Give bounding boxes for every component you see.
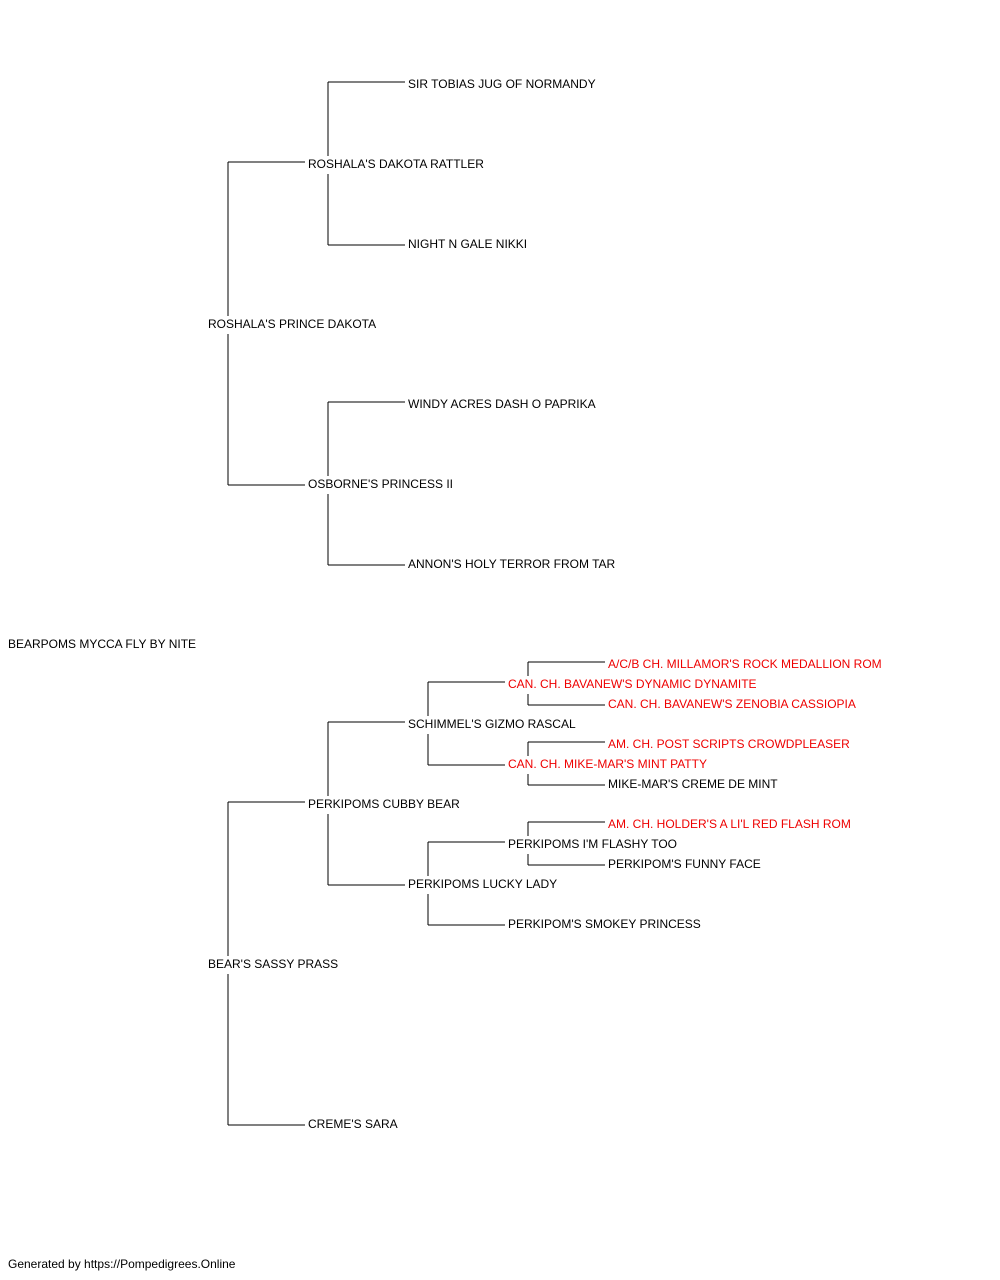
gen5-funny-face-name: PERKIPOM'S FUNNY FACE [606, 857, 761, 871]
sire-dam-sire-name: WINDY ACRES DASH O PAPRIKA [406, 397, 596, 411]
gen5-holders-name: AM. CH. HOLDER'S A LI'L RED FLASH ROM [606, 817, 851, 831]
sire-dam-dam-name: ANNON'S HOLY TERROR FROM TAR [406, 557, 616, 571]
gen5-post-scripts-name: AM. CH. POST SCRIPTS CROWDPLEASER [606, 737, 850, 751]
gen5-millamor-name: A/C/B CH. MILLAMOR'S ROCK MEDALLION ROM [606, 657, 882, 671]
sire-sire-dam-name: NIGHT N GALE NIKKI [406, 237, 528, 251]
dam-sire-sire-sire-name: CAN. CH. BAVANEW'S DYNAMIC DYNAMITE [506, 677, 757, 691]
dam-sire-dam-dam-name: PERKIPOM'S SMOKEY PRINCESS [506, 917, 701, 931]
dam-sire-dam-sire-name: PERKIPOMS I'M FLASHY TOO [506, 837, 678, 851]
sire-sire-name: ROSHALA'S DAKOTA RATTLER [306, 157, 484, 171]
sire-dam-name: OSBORNE'S PRINCESS II [306, 477, 453, 491]
dam-sire-sire-dam-name: CAN. CH. MIKE-MAR'S MINT PATTY [506, 757, 707, 771]
dam-sire-dam-name: PERKIPOMS LUCKY LADY [406, 877, 558, 891]
dam-sire-name: PERKIPOMS CUBBY BEAR [306, 797, 460, 811]
sire-name: ROSHALA'S PRINCE DAKOTA [206, 317, 377, 331]
dam-name: BEAR'S SASSY PRASS [206, 957, 339, 971]
gen5-creme-de-mint-name: MIKE-MAR'S CREME DE MINT [606, 777, 778, 791]
sire-sire-sire-name: SIR TOBIAS JUG OF NORMANDY [406, 77, 596, 91]
dam-dam-name: CREME'S SARA [306, 1117, 398, 1131]
generated-by-footer: Generated by https://Pompedigrees.Online [8, 1257, 236, 1271]
pedigree-subject: BEARPOMS MYCCA FLY BY NITE [6, 637, 197, 651]
dam-sire-sire-name: SCHIMMEL'S GIZMO RASCAL [406, 717, 576, 731]
gen5-zenobia-name: CAN. CH. BAVANEW'S ZENOBIA CASSIOPIA [606, 697, 856, 711]
